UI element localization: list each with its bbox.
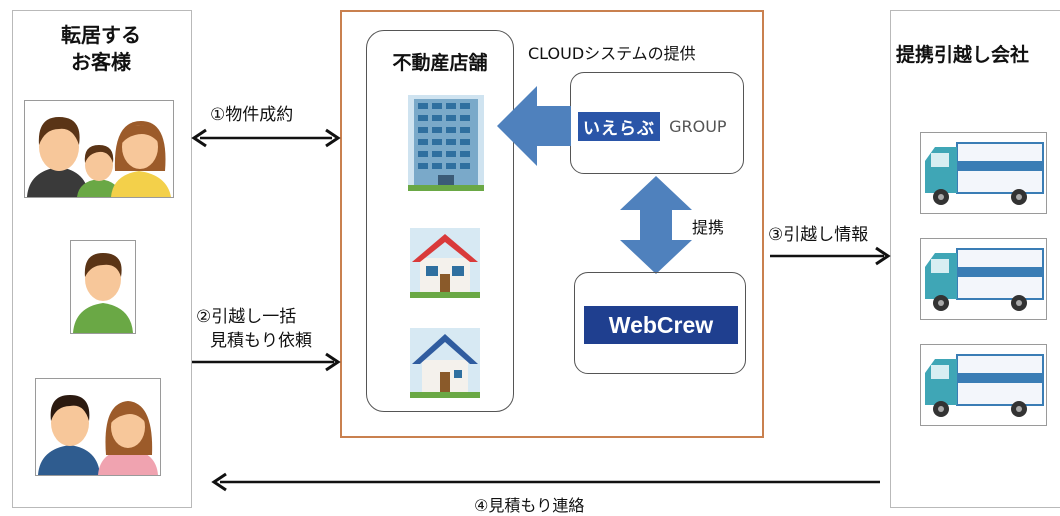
- ierabu-logo-text: いえらぶ: [578, 112, 660, 141]
- webcrew-logo: WebCrew: [584, 306, 738, 344]
- step2-label-line2: 見積もり依頼: [210, 331, 312, 351]
- cloud-system-title: CLOUDシステムの提供: [528, 44, 696, 63]
- step4-arrow: [210, 472, 882, 492]
- truck-image-2: [920, 238, 1047, 320]
- store-box: [366, 30, 514, 412]
- family-image: [24, 100, 174, 198]
- step3-label: ③引越し情報: [768, 225, 869, 245]
- webcrew-box: [574, 272, 746, 374]
- moving-company-title: 提携引越し会社: [896, 44, 1030, 66]
- ierabu-logo: いえらぶ GROUP: [578, 112, 740, 144]
- step2-arrow: [190, 352, 342, 372]
- single-person-image: [70, 240, 136, 334]
- customer-title-line1: 転居する: [61, 23, 141, 47]
- couple-image: [35, 378, 161, 476]
- office-building-icon: [408, 95, 484, 191]
- real-estate-frame: [340, 10, 764, 438]
- step3-arrow: [768, 246, 892, 266]
- cloud-to-store-arrow: [497, 86, 571, 166]
- step2-label-line1: ②引越し一括: [196, 307, 297, 327]
- truck-image-1: [920, 132, 1047, 214]
- customer-title: 転居する お客様: [12, 22, 190, 76]
- truck-image-3: [920, 344, 1047, 426]
- partnership-label: 提携: [692, 218, 725, 237]
- ierabu-group-text: GROUP: [669, 117, 727, 136]
- store-title: 不動産店舗: [392, 52, 488, 74]
- step1-label: ①物件成約: [210, 105, 294, 125]
- customer-title-line2: お客様: [71, 50, 131, 74]
- step4-label: ④見積もり連絡: [474, 496, 585, 515]
- partnership-double-arrow: [620, 176, 692, 274]
- blue-roof-house-icon: [410, 328, 480, 398]
- step1-double-arrow: [190, 128, 342, 148]
- red-roof-house-icon: [410, 228, 480, 298]
